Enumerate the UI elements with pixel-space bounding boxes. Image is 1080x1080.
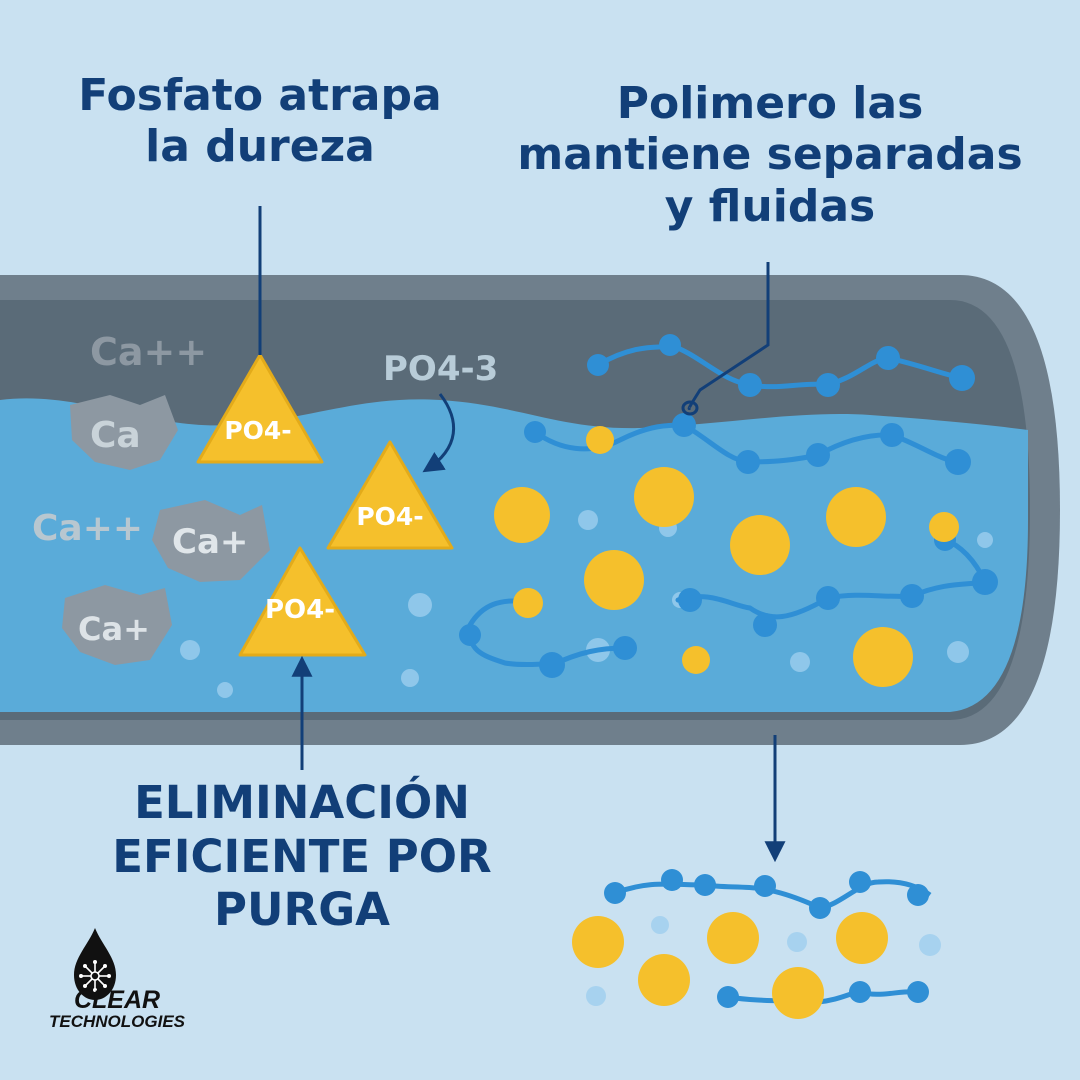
suspended-particle-group bbox=[494, 426, 959, 687]
callout-line: y fluidas bbox=[664, 180, 876, 232]
ion-label-ca-cluster: Ca bbox=[90, 415, 141, 456]
callout-line: la dureza bbox=[145, 121, 375, 173]
callout-line: ELIMINACIÓN bbox=[134, 776, 470, 829]
polymer-callout-marker bbox=[681, 400, 699, 416]
ion-label-ca-cluster: Ca+ bbox=[172, 522, 248, 562]
calcium-cluster bbox=[152, 500, 270, 582]
phosphate-triangle bbox=[196, 353, 324, 464]
calcium-cluster-group bbox=[62, 395, 270, 665]
brand-name: CLEAR bbox=[73, 986, 161, 1014]
callout-line: PURGA bbox=[214, 883, 390, 937]
callout-line: Fosfato atrapa bbox=[78, 70, 442, 121]
phosphate-triangle bbox=[326, 440, 454, 550]
ion-label-ca-cluster: Ca+ bbox=[78, 610, 150, 648]
phosphate-triangle-group bbox=[196, 353, 454, 657]
ion-label-phosphate-bound: PO4- bbox=[265, 595, 335, 625]
callout-line: mantiene separadas bbox=[517, 129, 1023, 181]
ion-label-phosphate-bound: PO4- bbox=[224, 416, 291, 445]
phosphate-triangle bbox=[238, 546, 367, 657]
phosphate-bind-arrow bbox=[422, 393, 456, 473]
blowdown-callout: ELIMINACIÓN EFICIENTE POR PURGA bbox=[92, 776, 512, 937]
calcium-cluster bbox=[70, 395, 178, 470]
brand-logo: CLEAR TECHNOLOGIES bbox=[42, 928, 192, 1032]
ion-label-ca-free: Ca++ bbox=[32, 508, 143, 549]
ion-label-phosphate-free: PO4-3 bbox=[383, 349, 498, 389]
polymer-callout: Polimero las mantiene separadas y fluida… bbox=[490, 78, 1050, 232]
calcium-cluster bbox=[62, 585, 172, 665]
callout-line: EFICIENTE POR bbox=[112, 829, 492, 883]
phosphate-callout: Fosfato atrapa la dureza bbox=[40, 70, 480, 173]
ion-label-ca-free: Ca++ bbox=[90, 330, 207, 374]
brand-subtitle: TECHNOLOGIES bbox=[48, 1012, 185, 1031]
discharge-cluster bbox=[572, 869, 941, 1019]
polymer-node-group bbox=[459, 334, 998, 678]
callout-line: Polimero las bbox=[616, 78, 924, 129]
water-drop-network-icon bbox=[74, 928, 116, 1000]
ion-label-phosphate-bound: PO4- bbox=[356, 502, 423, 531]
